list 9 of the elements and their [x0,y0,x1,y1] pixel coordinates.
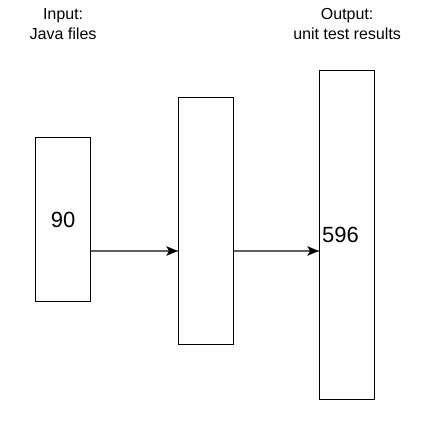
process-box [178,97,234,345]
heading-text: Input: Java files [30,5,96,45]
arrow [234,246,319,256]
process-box [319,70,375,400]
value-text: 90 [50,206,76,232]
heading-text: Output: unit test results [293,5,401,45]
process-box [35,137,91,302]
arrow [91,246,178,256]
value-text: 596 [322,222,359,248]
